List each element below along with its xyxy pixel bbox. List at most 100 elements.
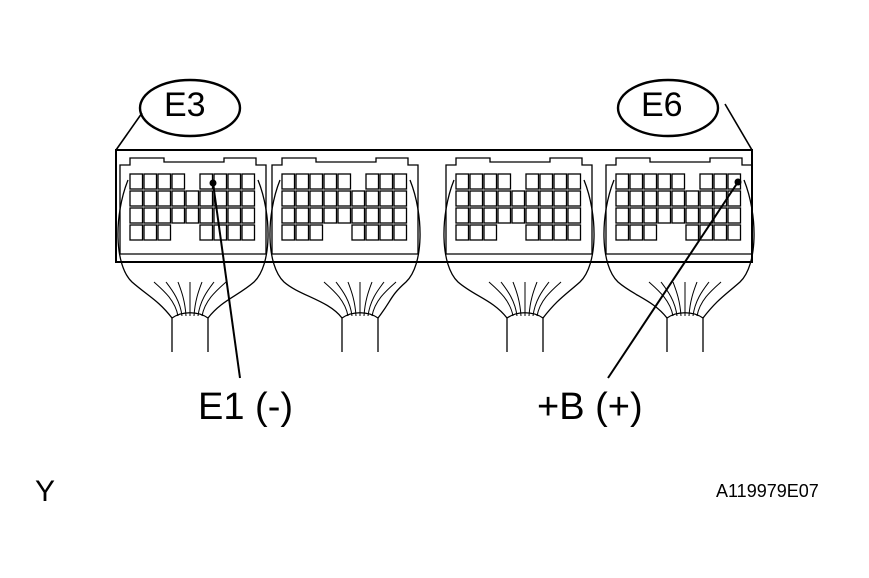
harness-wire bbox=[672, 281, 682, 317]
connector-block-4-outline bbox=[605, 157, 753, 255]
terminal-cavity bbox=[553, 173, 568, 190]
connector-e6-label: E6 bbox=[641, 86, 683, 124]
terminal-cavity bbox=[337, 190, 352, 207]
terminal-cavity bbox=[699, 224, 714, 241]
harness-wire bbox=[536, 281, 562, 317]
harness-wire bbox=[528, 281, 538, 317]
terminal-cavity bbox=[483, 173, 498, 190]
harness-wire bbox=[363, 281, 373, 317]
terminal-cavity bbox=[379, 190, 394, 207]
terminal-cavity bbox=[483, 190, 498, 207]
terminal-cavity bbox=[309, 224, 324, 241]
terminal-cavity bbox=[567, 173, 582, 190]
terminal-cavity bbox=[615, 173, 630, 190]
terminal-cavity bbox=[657, 173, 672, 190]
terminal-cavity bbox=[379, 207, 394, 224]
connector-block-1-outline bbox=[119, 157, 267, 255]
figure-code: A119979E07 bbox=[716, 481, 819, 501]
harness-wire bbox=[692, 281, 710, 317]
e1-pointer-line bbox=[212, 182, 241, 379]
terminal-cavity bbox=[671, 190, 686, 207]
terminal-cavity bbox=[615, 190, 630, 207]
harness-wire bbox=[153, 281, 179, 317]
terminal-cavity bbox=[143, 190, 158, 207]
connector-block-1-harness-outline bbox=[117, 179, 269, 319]
terminal-cavity bbox=[365, 190, 380, 207]
terminal-cavity bbox=[227, 224, 242, 241]
battery-terminal-label: +B (+) bbox=[537, 386, 643, 428]
terminal-cavity bbox=[309, 207, 324, 224]
terminal-cavity bbox=[455, 224, 470, 241]
terminal-cavity bbox=[497, 207, 512, 224]
terminal-cavity bbox=[323, 207, 338, 224]
b-pointer-line bbox=[607, 181, 739, 379]
terminal-cavity bbox=[281, 207, 296, 224]
terminal-cavity bbox=[393, 190, 408, 207]
harness-wire bbox=[512, 281, 522, 317]
terminal-cavity bbox=[713, 173, 728, 190]
terminal-cavity bbox=[143, 224, 158, 241]
terminal-cavity bbox=[553, 190, 568, 207]
harness-wire bbox=[347, 281, 357, 317]
terminal-cavity bbox=[629, 173, 644, 190]
connector-e6-oval bbox=[616, 78, 720, 138]
terminal-cavity bbox=[657, 207, 672, 224]
terminal-cavity bbox=[295, 173, 310, 190]
terminal-cavity bbox=[227, 190, 242, 207]
harness-wire bbox=[500, 281, 518, 317]
terminal-cavity bbox=[365, 173, 380, 190]
harness-wire bbox=[177, 281, 187, 317]
terminal-cavity bbox=[143, 173, 158, 190]
terminal-cavity bbox=[685, 224, 700, 241]
terminal-cavity bbox=[469, 173, 484, 190]
terminal-cavity bbox=[685, 207, 700, 224]
harness-wire bbox=[532, 281, 550, 317]
connector-block-3-cable bbox=[506, 312, 544, 352]
terminal-cavity bbox=[455, 207, 470, 224]
terminal-cavity bbox=[455, 173, 470, 190]
terminal-cavity bbox=[241, 190, 256, 207]
terminal-cavity bbox=[539, 224, 554, 241]
terminal-cavity bbox=[727, 224, 742, 241]
terminal-cavity bbox=[469, 207, 484, 224]
connector-block-3-outline bbox=[445, 157, 593, 255]
connector-e3-oval bbox=[138, 78, 242, 138]
terminal-cavity bbox=[567, 207, 582, 224]
terminal-cavity bbox=[365, 207, 380, 224]
terminal-cavity bbox=[539, 207, 554, 224]
terminal-cavity bbox=[629, 207, 644, 224]
ground-terminal-label: E1 (-) bbox=[198, 386, 293, 428]
terminal-cavity bbox=[157, 207, 172, 224]
terminal-cavity bbox=[629, 190, 644, 207]
terminal-cavity bbox=[241, 173, 256, 190]
terminal-cavity bbox=[199, 190, 214, 207]
terminal-cavity bbox=[157, 224, 172, 241]
terminal-cavity bbox=[379, 224, 394, 241]
harness-wire bbox=[197, 281, 215, 317]
terminal-cavity bbox=[671, 173, 686, 190]
terminal-cavity bbox=[511, 190, 526, 207]
terminal-cavity bbox=[129, 173, 144, 190]
terminal-cavity bbox=[525, 224, 540, 241]
terminal-cavity bbox=[199, 224, 214, 241]
terminal-cavity bbox=[157, 190, 172, 207]
connector-e3-label: E3 bbox=[164, 86, 206, 124]
connector-block-4-harness-outline bbox=[603, 179, 755, 319]
terminal-cavity bbox=[567, 190, 582, 207]
terminal-cavity bbox=[323, 190, 338, 207]
terminal-cavity bbox=[351, 207, 366, 224]
connector-block-1-cable bbox=[171, 312, 209, 352]
terminal-cavity bbox=[643, 207, 658, 224]
terminal-cavity bbox=[553, 224, 568, 241]
terminal-cavity bbox=[295, 224, 310, 241]
terminal-cavity bbox=[323, 173, 338, 190]
harness-wire bbox=[165, 281, 183, 317]
terminal-cavity bbox=[469, 224, 484, 241]
terminal-cavity bbox=[643, 224, 658, 241]
terminal-cavity bbox=[213, 190, 228, 207]
connector-block-2-harness-outline bbox=[269, 179, 421, 319]
harness-wire bbox=[193, 281, 203, 317]
terminal-cavity bbox=[351, 190, 366, 207]
terminal-cavity bbox=[309, 173, 324, 190]
